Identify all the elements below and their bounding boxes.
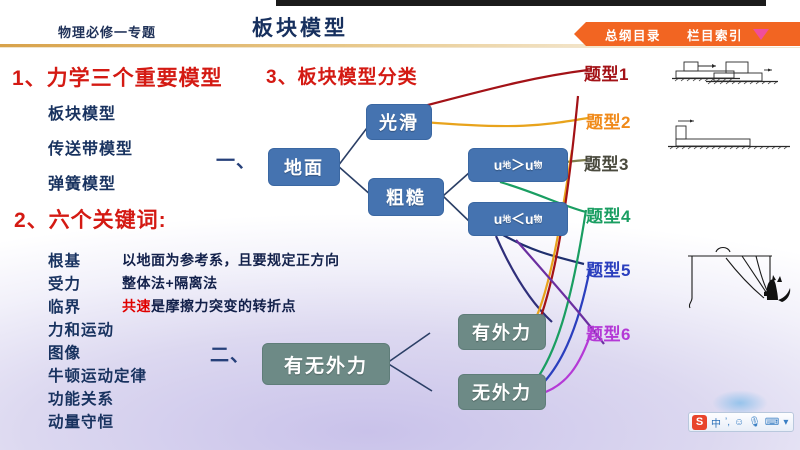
microphone-icon[interactable]: 🎙 xyxy=(748,416,761,428)
emoji-icon[interactable]: ☺ xyxy=(734,416,745,428)
index-link[interactable]: 栏目索引 xyxy=(687,28,744,43)
keyword-desc-2: 整体法+隔离法 xyxy=(122,275,218,291)
type-label-6[interactable]: 题型6 xyxy=(586,325,631,344)
type-label-3[interactable]: 题型3 xyxy=(584,155,629,174)
box-ground[interactable]: 地面 xyxy=(268,148,340,186)
keyword-desc-1: 以地面为参考系，且要规定正方向 xyxy=(122,252,340,268)
section-heading-3: 3、板块模型分类 xyxy=(266,67,418,88)
ime-glow xyxy=(712,390,768,416)
triangle-down-icon[interactable] xyxy=(753,28,770,40)
mu-gt-post: u xyxy=(525,157,534,173)
keyword-desc-3: 共速是摩擦力突变的转折点 xyxy=(122,296,296,316)
mu-lt-post: u xyxy=(525,211,534,227)
type-label-5[interactable]: 题型5 xyxy=(586,261,631,280)
mu-gt-pre: u xyxy=(493,157,503,173)
keyword-term-3: 临界 xyxy=(48,299,82,316)
box-no-external[interactable]: 无外力 xyxy=(458,374,546,410)
box-has-external[interactable]: 有外力 xyxy=(458,314,546,350)
mu-gt-sub1: 地 xyxy=(502,160,511,170)
box-smooth[interactable]: 光滑 xyxy=(366,104,432,140)
section-heading-2: 2、六个关键词: xyxy=(14,209,167,232)
keyword-desc-3-text: 是摩擦力突变的转折点 xyxy=(151,298,296,314)
header-subtitle: 物理必修一专题 xyxy=(58,25,157,40)
punctuation-icon[interactable]: ʼ, xyxy=(725,416,730,428)
page-title: 板块模型 xyxy=(252,17,348,40)
more-icon[interactable]: ▾ xyxy=(783,416,789,428)
sogou-logo-icon[interactable]: S xyxy=(692,414,707,430)
keyword-term-5: 图像 xyxy=(48,345,82,362)
mu-gt-op: ＞ xyxy=(511,157,525,173)
mu-lt-pre: u xyxy=(493,211,503,227)
nav-banner[interactable]: 总纲目录 栏目索引 xyxy=(574,22,800,46)
model-item-2: 传送带模型 xyxy=(48,141,134,158)
box-external-force[interactable]: 有无外力 xyxy=(262,343,390,385)
model-item-1: 板块模型 xyxy=(48,106,117,123)
section-heading-1: 1、力学三个重要模型 xyxy=(12,67,223,90)
branch-marker-1: 一、 xyxy=(216,151,257,172)
mu-gt-sub2: 物 xyxy=(533,160,543,170)
type-label-4[interactable]: 题型4 xyxy=(586,207,631,226)
model-item-3: 弹簧模型 xyxy=(48,176,117,193)
ime-mode-label[interactable]: 中 xyxy=(711,418,721,430)
mu-lt-op: ＜ xyxy=(511,211,525,227)
keyword-term-6: 牛顿运动定律 xyxy=(48,368,148,385)
keyword-term-7: 功能关系 xyxy=(48,391,115,408)
keyboard-icon[interactable]: ⌨ xyxy=(764,416,780,428)
keyword-term-4: 力和运动 xyxy=(48,322,115,339)
branch-marker-2: 二、 xyxy=(210,345,251,366)
keyword-term-2: 受力 xyxy=(48,276,82,293)
box-rough[interactable]: 粗糙 xyxy=(368,178,444,216)
sogou-ime-toolbar[interactable]: S 中 ʼ, ☺ 🎙 ⌨ ▾ xyxy=(688,412,794,432)
keyword-highlight: 共速 xyxy=(122,298,151,314)
type-label-1[interactable]: 题型1 xyxy=(584,65,629,84)
keyword-term-1: 根基 xyxy=(48,253,82,270)
mu-lt-sub1: 地 xyxy=(502,214,511,224)
video-letterbox-bar xyxy=(276,0,766,6)
mu-lt-sub2: 物 xyxy=(533,214,543,224)
keyword-term-8: 动量守恒 xyxy=(48,414,115,431)
header-divider-thin xyxy=(0,47,800,48)
header-divider xyxy=(0,44,800,47)
type-label-2[interactable]: 题型2 xyxy=(586,113,631,132)
catalog-link[interactable]: 总纲目录 xyxy=(604,28,661,43)
